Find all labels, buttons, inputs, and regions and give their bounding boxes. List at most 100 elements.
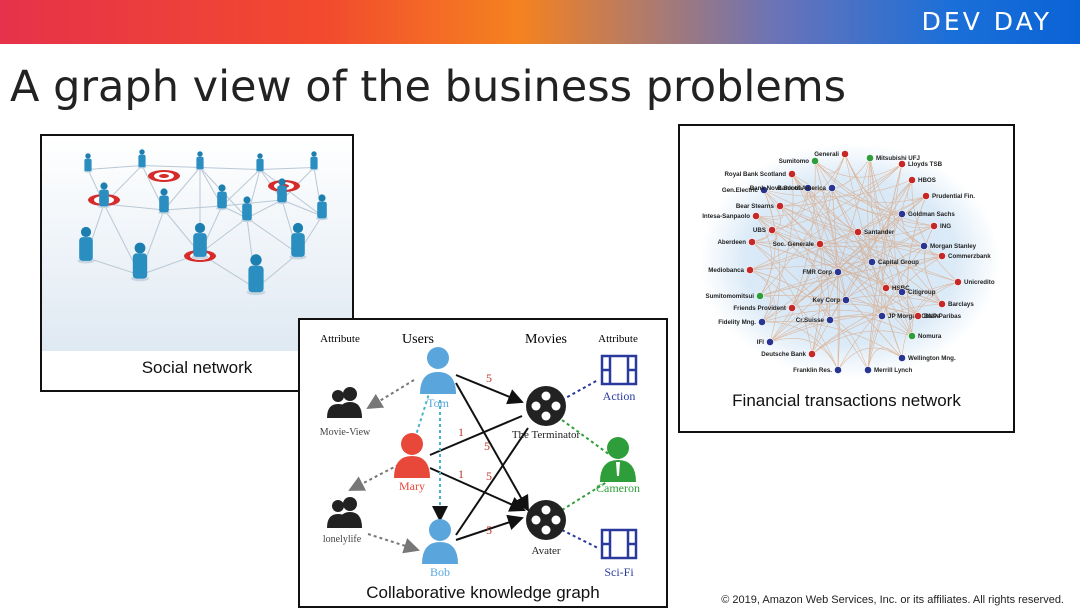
transaction-edge xyxy=(831,187,887,289)
transaction-edge xyxy=(869,157,925,247)
transaction-edge xyxy=(769,195,927,343)
transaction-edge xyxy=(871,261,913,337)
attribute-left-header: Attribute xyxy=(320,333,360,345)
knowledge-graph-panel: Attribute Users Movies Attribute 5 1 xyxy=(298,318,668,608)
connection-line xyxy=(141,165,201,168)
bank-node xyxy=(816,240,824,248)
connection-line xyxy=(221,169,261,207)
transaction-edge xyxy=(911,281,959,337)
bank-label: Goldman Sachs xyxy=(908,211,955,218)
connection-line xyxy=(246,199,283,219)
bank-label: Bank of America xyxy=(777,185,826,192)
transaction-edge xyxy=(807,187,831,321)
bank-label: Santander xyxy=(864,229,895,236)
person-icon xyxy=(98,182,110,209)
bank-label: Intesa-Sanpaolo xyxy=(702,213,750,220)
bank-node xyxy=(938,300,946,308)
bank-label: FMR Corp xyxy=(802,269,832,276)
bank-node xyxy=(864,366,872,374)
transaction-edge xyxy=(907,179,927,201)
bank-label: Gen.Electric xyxy=(722,187,759,194)
person-icon xyxy=(216,184,228,211)
bank-node xyxy=(788,170,796,178)
person-icon xyxy=(195,151,205,171)
transaction-edge xyxy=(755,215,773,297)
bank-label: Nomura xyxy=(918,333,942,340)
action-label: Action xyxy=(603,389,636,403)
bank-node xyxy=(804,184,812,192)
transaction-edge xyxy=(893,163,903,293)
bank-label: Soc. Generale xyxy=(773,241,815,248)
transaction-edge xyxy=(867,163,903,371)
director-person-icon xyxy=(600,437,636,482)
bank-node xyxy=(866,154,874,162)
user-mary-icon xyxy=(394,433,430,478)
person-icon xyxy=(191,222,209,260)
bank-node xyxy=(842,296,850,304)
transaction-edge xyxy=(763,189,943,257)
bank-node xyxy=(766,338,774,346)
transaction-edge xyxy=(751,241,869,371)
bank-node xyxy=(920,242,928,250)
rating-label: 5 xyxy=(484,439,490,453)
bank-label: Fidelity Mng. xyxy=(718,319,756,326)
bank-label: IFI xyxy=(757,339,764,346)
bank-node xyxy=(756,292,764,300)
transaction-edge xyxy=(791,173,883,317)
transaction-edge xyxy=(807,187,847,301)
connection-line xyxy=(87,165,143,170)
bank-node xyxy=(868,258,876,266)
transaction-edge xyxy=(759,153,846,297)
person-icon xyxy=(255,153,265,173)
transaction-edge xyxy=(763,179,913,198)
bank-label: Cr.Suisse xyxy=(796,317,825,324)
transaction-edge xyxy=(845,245,925,301)
transaction-edge xyxy=(807,157,871,191)
transaction-edge xyxy=(901,281,959,359)
users-pair-icon xyxy=(327,387,362,418)
bank-label: Capital Group xyxy=(878,259,919,266)
bank-node xyxy=(954,278,962,286)
bank-node xyxy=(826,316,834,324)
transaction-edge xyxy=(924,225,943,305)
transaction-edge xyxy=(791,303,919,317)
transaction-edge xyxy=(779,205,831,321)
bank-node xyxy=(854,228,862,236)
bank-label: Barclays xyxy=(948,301,974,308)
connection-line xyxy=(199,167,261,170)
transaction-edge xyxy=(814,160,935,227)
bank-label: Deutsche Bank xyxy=(761,351,806,358)
transaction-edge xyxy=(755,187,833,217)
transaction-edge xyxy=(867,245,925,371)
users-pair-icon xyxy=(327,497,362,528)
bank-label: Wellington Mng. xyxy=(908,355,956,362)
transaction-edge xyxy=(761,321,903,359)
bank-label: Generali xyxy=(814,151,839,158)
bank-node xyxy=(768,226,776,234)
transaction-edge xyxy=(749,261,873,271)
user-mary-label: Mary xyxy=(399,479,425,493)
user-tom-label: Tom xyxy=(427,396,449,410)
social-network-image xyxy=(42,136,352,351)
transaction-edge xyxy=(837,347,903,371)
transaction-edge xyxy=(837,255,943,371)
bank-label: Commerzbank xyxy=(948,253,991,260)
transaction-edge xyxy=(844,153,903,359)
bank-node xyxy=(908,176,916,184)
transaction-edge xyxy=(769,255,943,343)
transaction-edge xyxy=(779,153,846,207)
bank-node xyxy=(748,238,756,246)
transaction-edge xyxy=(869,157,913,337)
bank-label: UBS xyxy=(753,227,766,234)
bank-label: HBOS xyxy=(918,177,936,184)
bank-node xyxy=(938,252,946,260)
transaction-edge xyxy=(911,179,959,283)
connection-line xyxy=(259,167,315,170)
transaction-edge xyxy=(831,187,839,371)
bank-node xyxy=(898,210,906,218)
bank-label: Sumitomomitsui xyxy=(706,293,755,300)
bank-node xyxy=(841,150,849,158)
connection-line xyxy=(85,257,141,276)
transaction-edge xyxy=(867,179,913,371)
